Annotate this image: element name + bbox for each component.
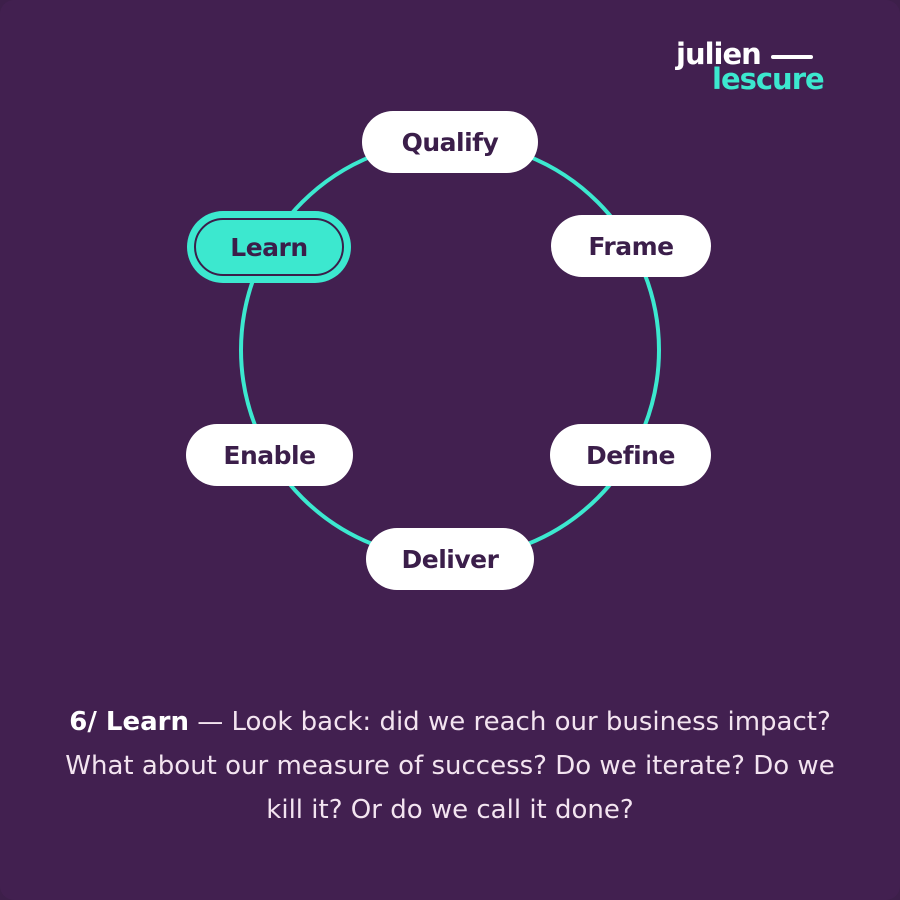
step-qualify: Qualify <box>362 111 538 173</box>
step-enable: Enable <box>186 424 353 486</box>
cycle-ring <box>239 139 661 561</box>
brand-logo: julien lescure <box>676 37 836 96</box>
step-frame: Frame <box>551 215 711 277</box>
logo-dash <box>770 54 813 59</box>
step-learn-active: Learn <box>189 213 349 281</box>
logo-line-1: julien <box>676 37 762 71</box>
step-description: 6/ Learn — Look back: did we reach our b… <box>60 700 840 832</box>
step-description-lead: 6/ Learn <box>69 707 189 737</box>
step-define: Define <box>550 424 711 486</box>
logo-line-2: lescure <box>712 62 825 96</box>
step-description-text: — Look back: did we reach our business i… <box>65 707 835 825</box>
step-deliver: Deliver <box>366 528 534 590</box>
